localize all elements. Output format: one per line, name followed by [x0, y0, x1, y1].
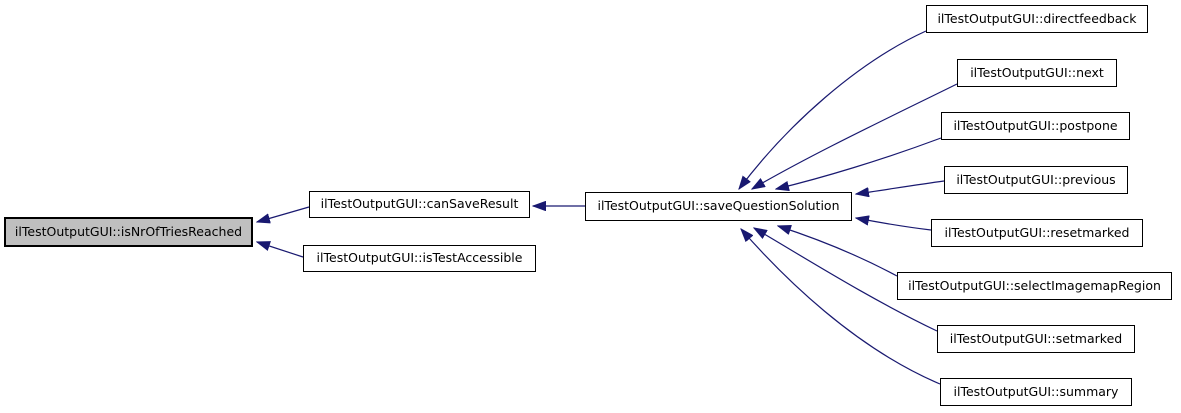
edge-setmarked-to-saveQuestionSolution: [754, 228, 938, 332]
node-isNrOfTriesReached: ilTestOutputGUI::isNrOfTriesReached: [4, 217, 253, 247]
node-next[interactable]: ilTestOutputGUI::next: [957, 59, 1117, 87]
edge-directfeedback-to-saveQuestionSolution: [739, 30, 927, 189]
edge-previous-to-saveQuestionSolution: [856, 180, 945, 194]
node-resetmarked[interactable]: ilTestOutputGUI::resetmarked: [931, 219, 1143, 247]
node-setmarked[interactable]: ilTestOutputGUI::setmarked: [937, 325, 1135, 353]
node-previous[interactable]: ilTestOutputGUI::previous: [944, 166, 1128, 194]
node-saveQuestionSolution[interactable]: ilTestOutputGUI::saveQuestionSolution: [585, 192, 852, 221]
edge-selectImagemapRegion-to-saveQuestionSolution: [778, 226, 898, 277]
node-postpone[interactable]: ilTestOutputGUI::postpone: [941, 112, 1130, 140]
edge-postpone-to-saveQuestionSolution: [776, 137, 942, 189]
edge-resetmarked-to-saveQuestionSolution: [856, 218, 932, 231]
node-selectImagemapRegion[interactable]: ilTestOutputGUI::selectImagemapRegion: [897, 272, 1172, 300]
edge-summary-to-saveQuestionSolution: [741, 229, 941, 385]
edge-canSaveResult-to-isNrOfTriesReached: [257, 206, 310, 222]
node-summary[interactable]: ilTestOutputGUI::summary: [940, 378, 1132, 406]
edge-next-to-saveQuestionSolution: [752, 83, 958, 189]
node-canSaveResult[interactable]: ilTestOutputGUI::canSaveResult: [309, 191, 530, 218]
edge-isTestAccessible-to-isNrOfTriesReached: [257, 242, 304, 258]
node-isTestAccessible[interactable]: ilTestOutputGUI::isTestAccessible: [303, 245, 536, 272]
node-directfeedback[interactable]: ilTestOutputGUI::directfeedback: [926, 5, 1148, 33]
